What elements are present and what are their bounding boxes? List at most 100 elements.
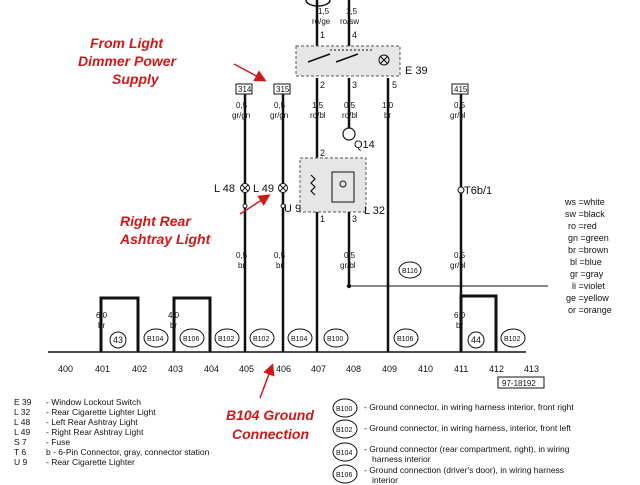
lighter-terminal-1: 1 [320, 214, 325, 224]
lamp-l49-label: L 49 [253, 183, 274, 195]
svg-text:T 6: T 6 [14, 447, 26, 457]
svg-text:- Fuse: - Fuse [46, 437, 70, 447]
lighter-light-l32-label: L 32 [364, 205, 385, 217]
lamp-l48-label: L 48 [214, 183, 235, 195]
column-405: 405 [239, 364, 254, 374]
box-314: 314 [238, 85, 252, 94]
column-410: 410 [418, 364, 433, 374]
switch-terminal-3: 3 [352, 80, 357, 90]
ground-connector-b106-a: B106 [183, 336, 199, 343]
column-411: 411 [454, 364, 468, 374]
lower-wire-1-gauge: 0,5 [236, 251, 248, 260]
column-413: 413 [524, 364, 539, 374]
svg-text:- Left Rear Ashtray Light: - Left Rear Ashtray Light [46, 417, 138, 427]
svg-text:sw =black: sw =black [565, 209, 605, 219]
column-403: 403 [168, 364, 183, 374]
annotation-right-rear-2: Ashtray Light [119, 231, 212, 247]
wire-314-color: gr/gn [232, 111, 250, 120]
svg-text:ws =white: ws =white [564, 197, 605, 207]
lamp-l49-symbol [278, 183, 288, 193]
svg-text:- Right Rear Ashtray Light: - Right Rear Ashtray Light [46, 427, 144, 437]
lamp-l48-symbol [240, 183, 250, 193]
color-legend: ws =white sw =black ro =red gn =green br… [564, 197, 612, 315]
annotation-b104-1: B104 Ground [226, 407, 314, 423]
top-wire-1-gauge: 1,5 [318, 7, 330, 16]
switch-terminal-2: 2 [320, 80, 325, 90]
lower-wire-3-color: gr/bl [340, 261, 356, 270]
connector-t6: T6b/1 [464, 185, 492, 197]
reference-code: 97-18192 [502, 379, 536, 388]
box-315: 315 [276, 85, 290, 94]
window-lockout-switch: E 39 [295, 45, 428, 77]
svg-text:ro =red: ro =red [568, 221, 597, 231]
svg-text:- Rear Cigarette Lighter: - Rear Cigarette Lighter [46, 457, 135, 467]
ground-connector-b100: B100 [327, 336, 343, 343]
top-wire-2-gauge: 1,5 [346, 7, 358, 16]
switch-code: E 39 [405, 65, 428, 77]
annotation-from-light-2: Dimmer Power [78, 53, 178, 69]
column-400: 400 [58, 364, 73, 374]
svg-text:- Ground connector, in wiring: - Ground connector, in wiring harness, i… [364, 423, 572, 433]
lower-wire-4-color: gr/bl [450, 261, 466, 270]
ground-legend: B100 - Ground connector, in wiring harne… [332, 398, 574, 485]
svg-text:E 39: E 39 [14, 397, 32, 407]
svg-text:B102: B102 [336, 427, 352, 434]
ground-connector-b106-b: B106 [397, 336, 413, 343]
ground-connector-b104-b: B104 [291, 336, 307, 343]
svg-text:gn =green: gn =green [568, 233, 609, 243]
rear-cigarette-lighter [299, 157, 367, 213]
svg-text:L 49: L 49 [14, 427, 31, 437]
wire-315-color: gr/gn [270, 111, 288, 120]
annotation-right-rear-1: Right Rear [120, 213, 192, 229]
fuse-q14: Q14 [354, 139, 375, 151]
top-wire-1-color: ro/ge [312, 17, 331, 26]
svg-text:li =violet: li =violet [572, 281, 605, 291]
switch-terminal-1: 1 [320, 30, 325, 40]
switch-terminal-5: 5 [392, 80, 397, 90]
svg-text:- Ground connector (rear compa: - Ground connector (rear compartment, ri… [364, 444, 570, 454]
svg-text:- Ground connection (driver's: - Ground connection (driver's door), in … [364, 465, 564, 475]
ground-connector-b102-a: B102 [218, 336, 234, 343]
svg-text:br =brown: br =brown [568, 245, 608, 255]
svg-text:B100: B100 [336, 406, 352, 413]
lower-wire-4-gauge: 0,5 [454, 251, 466, 260]
lighter-terminal-3: 3 [352, 214, 357, 224]
column-408: 408 [346, 364, 361, 374]
ground-wire-2-color: br [170, 321, 177, 330]
svg-text:- Ground connector, in wiring: - Ground connector, in wiring harness in… [364, 402, 574, 412]
svg-text:B106: B106 [336, 472, 352, 479]
ground-wire-1-gauge: 6,0 [96, 311, 108, 320]
column-406: 406 [276, 364, 291, 374]
svg-text:L 48: L 48 [14, 417, 31, 427]
ground-connector-b102-c: B102 [504, 336, 520, 343]
svg-text:ge =yellow: ge =yellow [566, 293, 609, 303]
wire-315-gauge: 0,5 [274, 101, 286, 110]
column-402: 402 [132, 364, 147, 374]
ground-connector-b102-b: B102 [253, 336, 269, 343]
ground-b116: B116 [402, 268, 418, 275]
svg-text:B104: B104 [336, 450, 352, 457]
column-404: 404 [204, 364, 219, 374]
switch-terminal-4: 4 [352, 30, 357, 40]
column-412: 412 [489, 364, 504, 374]
column-409: 409 [382, 364, 397, 374]
column-407: 407 [311, 364, 326, 374]
ground-wire-3-color: br [456, 321, 463, 330]
annotation-from-light-3: Supply [112, 71, 160, 87]
wire-415-color: gr/bl [450, 111, 466, 120]
wire-314-gauge: 0,5 [236, 101, 248, 110]
annotation-b104-2: Connection [232, 426, 309, 442]
lower-wire-1-color: br [238, 261, 245, 270]
lower-wire-2-color: br [276, 261, 283, 270]
svg-text:bl =blue: bl =blue [570, 257, 602, 267]
svg-text:harness interior: harness interior [372, 454, 431, 464]
svg-text:or =orange: or =orange [568, 305, 612, 315]
ground-wire-2-gauge: 4,0 [168, 311, 180, 320]
svg-text:L 32: L 32 [14, 407, 31, 417]
component-legend: E 39 - Window Lockout Switch L 32 - Rear… [14, 397, 210, 467]
svg-text:- Rear Cigarette Lighter Light: - Rear Cigarette Lighter Light [46, 407, 156, 417]
svg-text:S 7: S 7 [14, 437, 27, 447]
column-401: 401 [95, 364, 110, 374]
annotation-from-light-1: From Light [90, 35, 164, 51]
